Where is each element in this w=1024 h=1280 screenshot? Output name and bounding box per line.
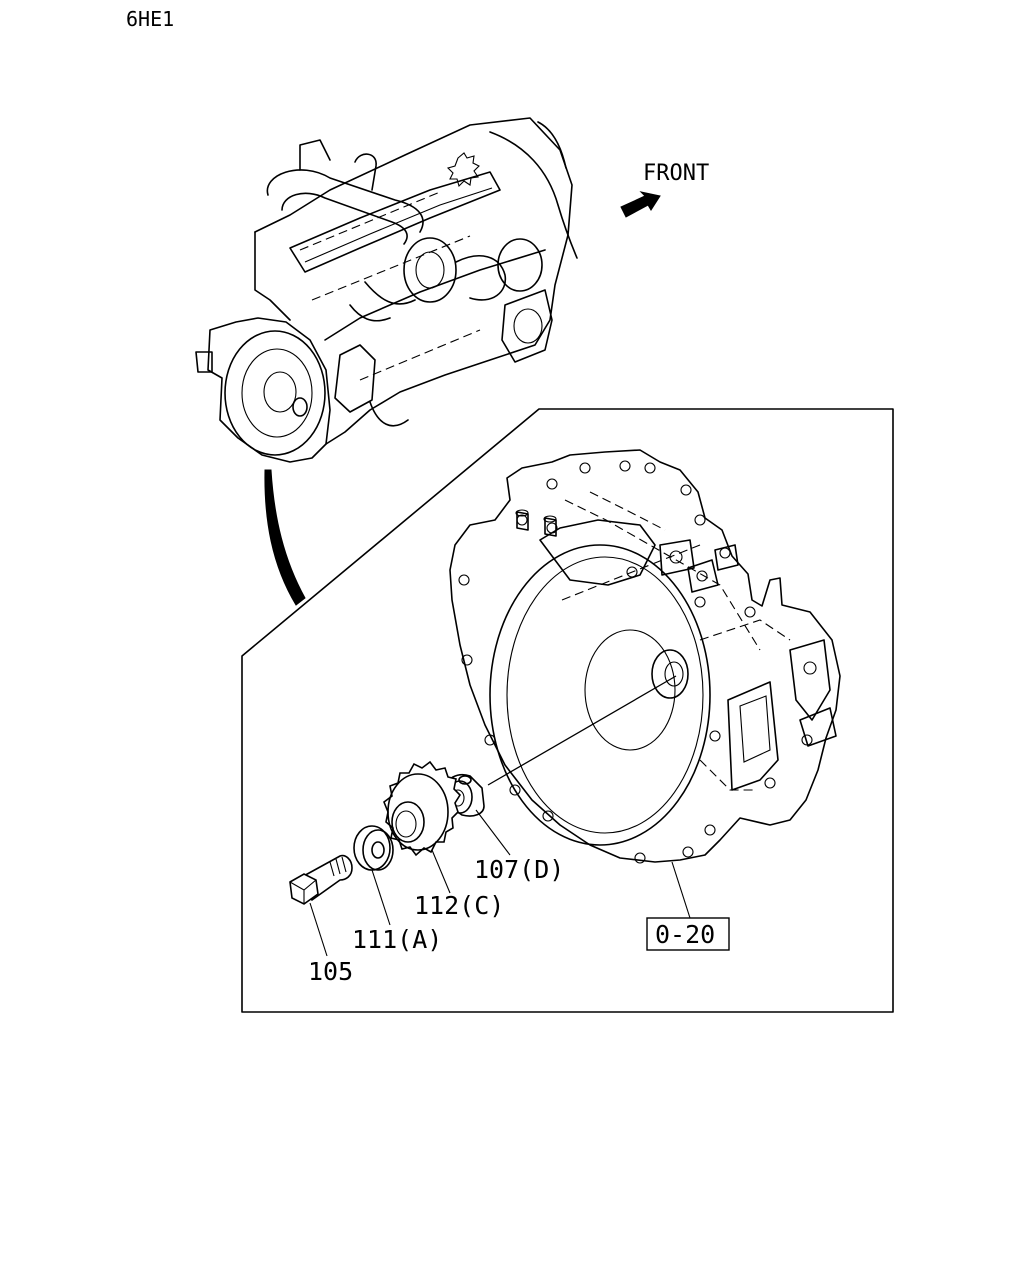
housing-ref-box — [646, 917, 730, 951]
bolt-part — [289, 854, 353, 905]
label-washer: 111(A) — [352, 925, 442, 954]
front-arrow-icon — [620, 191, 661, 218]
label-housing-ref: 0-20 — [655, 920, 715, 949]
engine-assembly — [195, 117, 578, 463]
assembly-axis — [487, 675, 677, 786]
gear-part — [383, 760, 462, 857]
flywheel-housing — [449, 449, 841, 864]
label-bolt: 105 — [308, 957, 353, 986]
model-code: 6HE1 — [126, 7, 174, 31]
front-label: FRONT — [643, 161, 709, 186]
washer-part — [353, 825, 394, 871]
label-bushing: 107(D) — [474, 855, 564, 884]
leader-lines — [309, 809, 691, 957]
label-gear: 112(C) — [414, 891, 504, 920]
detail-frame — [241, 408, 894, 1013]
detail-pointer-arc — [264, 469, 306, 606]
